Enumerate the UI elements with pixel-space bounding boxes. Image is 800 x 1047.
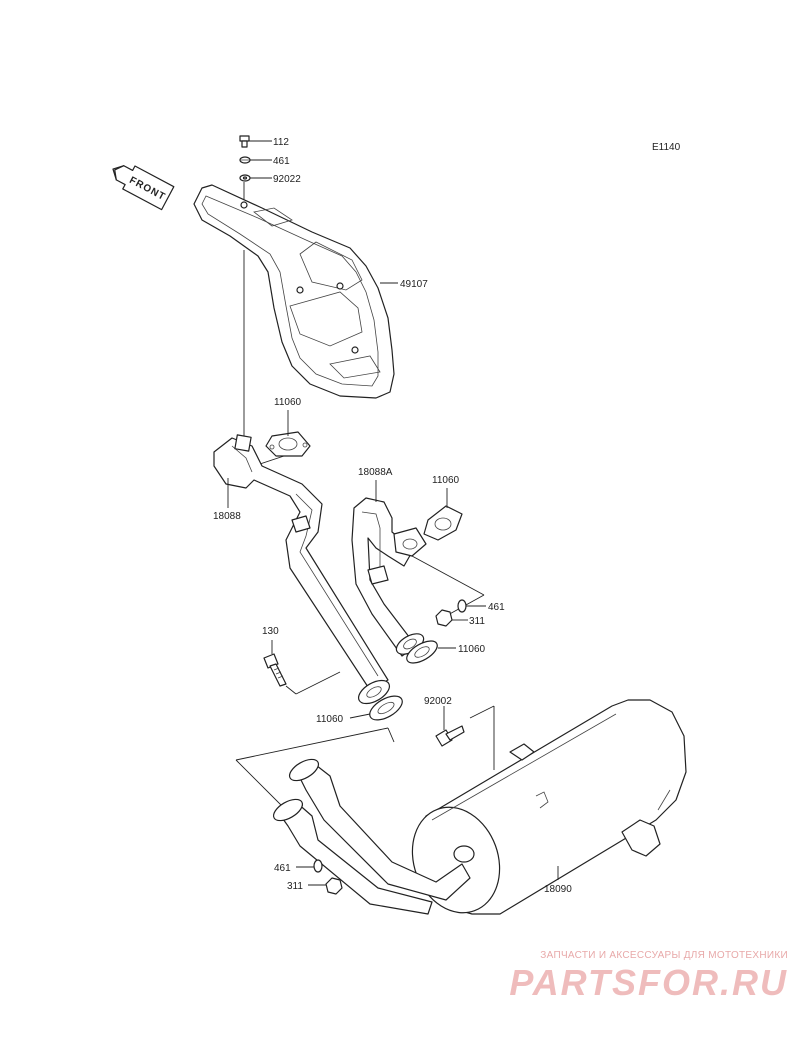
washer-461-mid[interactable] <box>457 599 467 613</box>
bolt-112[interactable] <box>239 135 250 148</box>
washer-92022[interactable] <box>239 174 251 182</box>
gasket-11060-d[interactable] <box>366 691 406 725</box>
washer-461-top[interactable] <box>239 156 251 164</box>
gasket-11060-a[interactable] <box>265 431 311 457</box>
label-461-top: 461 <box>273 156 290 167</box>
nut-311-bottom[interactable] <box>325 877 343 895</box>
label-18088: 18088 <box>213 511 241 522</box>
label-18088A: 18088A <box>358 467 393 478</box>
front-arrow-icon: FRONT <box>112 165 175 211</box>
label-18090: 18090 <box>544 884 572 895</box>
label-11060-c: 11060 <box>458 644 486 655</box>
label-130: 130 <box>262 626 279 637</box>
nut-311-mid[interactable] <box>435 609 453 627</box>
exhaust-pipe-18088A[interactable] <box>351 497 427 658</box>
label-11060-d: 11060 <box>316 714 344 725</box>
label-112: 112 <box>273 137 289 148</box>
label-11060-b: 11060 <box>432 475 460 486</box>
watermark-tagline: ЗАПЧАСТИ И АКСЕССУАРЫ ДЛЯ МОТОТЕХНИКИ <box>540 950 788 961</box>
bolt-130[interactable] <box>263 653 287 687</box>
diagram-code: E1140 <box>652 142 681 153</box>
bolt-92002[interactable] <box>435 725 465 747</box>
exhaust-pipe-18088[interactable] <box>213 434 393 708</box>
gasket-11060-c[interactable] <box>403 637 440 668</box>
muffler-inlet-pipes <box>272 758 471 915</box>
heat-guard-49107[interactable] <box>193 184 395 399</box>
label-92002: 92002 <box>424 696 452 707</box>
watermark-logo: PARTSFOR.RU <box>509 962 788 1003</box>
label-49107: 49107 <box>400 279 428 290</box>
gasket-11060-b[interactable] <box>423 505 463 541</box>
label-311-bottom: 311 <box>287 881 303 892</box>
label-461-mid: 461 <box>488 602 505 613</box>
washer-461-bottom[interactable] <box>313 859 323 873</box>
label-92022: 92022 <box>273 174 301 185</box>
label-11060-a: 11060 <box>274 397 302 408</box>
label-461-bottom: 461 <box>274 863 291 874</box>
label-311-mid: 311 <box>469 616 485 627</box>
